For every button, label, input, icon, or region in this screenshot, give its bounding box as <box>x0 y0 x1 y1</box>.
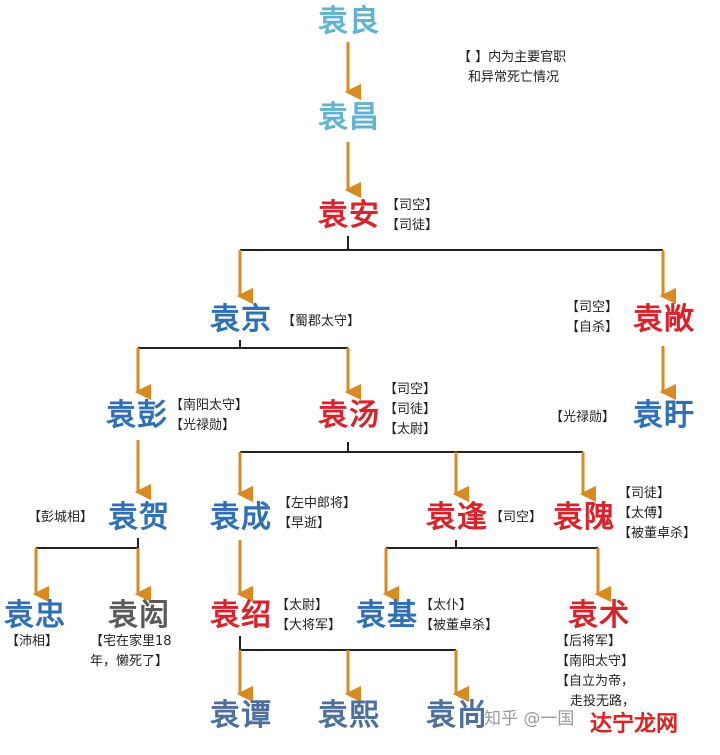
person-shao: 袁绍 <box>210 598 272 633</box>
note: 【司徒】 <box>618 486 671 501</box>
note: 【左中郎将】 <box>278 496 357 511</box>
note: 【司空】 <box>566 300 619 315</box>
note: 【后将军】 <box>556 634 622 649</box>
note: 【被董卓杀】 <box>420 618 499 633</box>
note: 【光禄勋】 <box>550 410 616 425</box>
person-zhong: 袁忠 <box>4 598 66 633</box>
person-chang: 袁昌 <box>318 100 380 135</box>
note: 【太尉】 <box>384 422 437 437</box>
notes-feng: 【司空】 <box>490 508 542 528</box>
legend-line: 和异常死亡情况 <box>468 70 560 85</box>
person-cheng: 袁成 <box>210 500 272 535</box>
note: 【自杀】 <box>566 320 619 335</box>
person-shu: 袁术 <box>568 598 630 633</box>
person-he: 袁贺 <box>108 500 170 535</box>
note: 【司空】 <box>384 382 437 397</box>
notes-xu: 【光禄勋】 <box>550 408 615 428</box>
note: 【司空】 <box>490 510 543 525</box>
note: 【太仆】 <box>420 598 473 613</box>
person-peng: 袁彭 <box>106 398 168 433</box>
note: 【太尉】 <box>276 598 329 613</box>
note: 【自立为帝， <box>556 674 635 689</box>
watermark-stamp: 达宁龙网 <box>590 712 679 737</box>
legend-line: 【 】内为主要官职 <box>458 50 567 65</box>
notes-tang: 【司空】 【司徒】 【太尉】 <box>384 380 436 440</box>
legend: 【 】内为主要官职 和异常死亡情况 <box>458 48 566 88</box>
note: 【彭城相】 <box>28 510 94 525</box>
person-hong: 袁闳 <box>108 598 170 633</box>
person-ji: 袁基 <box>356 598 418 633</box>
note: 【南阳太守】 <box>556 654 635 669</box>
note: 【南阳太守】 <box>170 398 249 413</box>
person-wei: 袁隗 <box>553 500 615 535</box>
person-liang: 袁良 <box>318 4 380 39</box>
person-xu: 袁盱 <box>633 398 695 433</box>
person-xi: 袁熙 <box>318 698 380 733</box>
note: 【司空】 <box>386 198 439 213</box>
person-tang: 袁汤 <box>318 398 380 433</box>
notes-peng: 【南阳太守】 【光禄勋】 <box>170 396 248 436</box>
notes-an: 【司空】 【司徒】 <box>386 196 438 236</box>
note: 走投无路， <box>570 694 636 709</box>
note: 【沛相】 <box>6 634 59 649</box>
note: 【宅在家里18 <box>90 634 172 649</box>
note: 【太傅】 <box>618 506 671 521</box>
person-feng: 袁逢 <box>426 500 488 535</box>
note: 【被董卓杀】 <box>618 526 697 541</box>
notes-hong: 【宅在家里18 年，懒死了】 <box>90 632 172 672</box>
notes-shao: 【太尉】 【大将军】 <box>276 596 341 636</box>
person-an: 袁安 <box>318 198 380 233</box>
watermark-zhihu: 知乎 @一国 <box>484 709 575 729</box>
notes-he: 【彭城相】 <box>28 508 93 528</box>
notes-zhong: 【沛相】 <box>6 632 58 652</box>
person-chang2: 袁敞 <box>633 302 695 337</box>
note: 【光禄勋】 <box>170 418 236 433</box>
notes-jing: 【蜀郡太守】 <box>282 312 360 332</box>
note: 【早逝】 <box>278 516 331 531</box>
notes-ji: 【太仆】 【被董卓杀】 <box>420 596 498 636</box>
person-jing: 袁京 <box>210 302 272 337</box>
note: 【大将军】 <box>276 618 342 633</box>
person-tan: 袁谭 <box>210 698 272 733</box>
notes-cheng: 【左中郎将】 【早逝】 <box>278 494 356 534</box>
notes-wei: 【司徒】 【太傅】 【被董卓杀】 <box>618 484 696 544</box>
note: 【司徒】 <box>386 218 439 233</box>
notes-chang2: 【司空】 【自杀】 <box>566 298 618 338</box>
note: 【司徒】 <box>384 402 437 417</box>
notes-shu: 【后将军】 【南阳太守】 【自立为帝， 走投无路， <box>556 632 635 712</box>
note: 【蜀郡太守】 <box>282 314 361 329</box>
person-shang: 袁尚 <box>426 698 488 733</box>
note: 年，懒死了】 <box>90 654 169 669</box>
